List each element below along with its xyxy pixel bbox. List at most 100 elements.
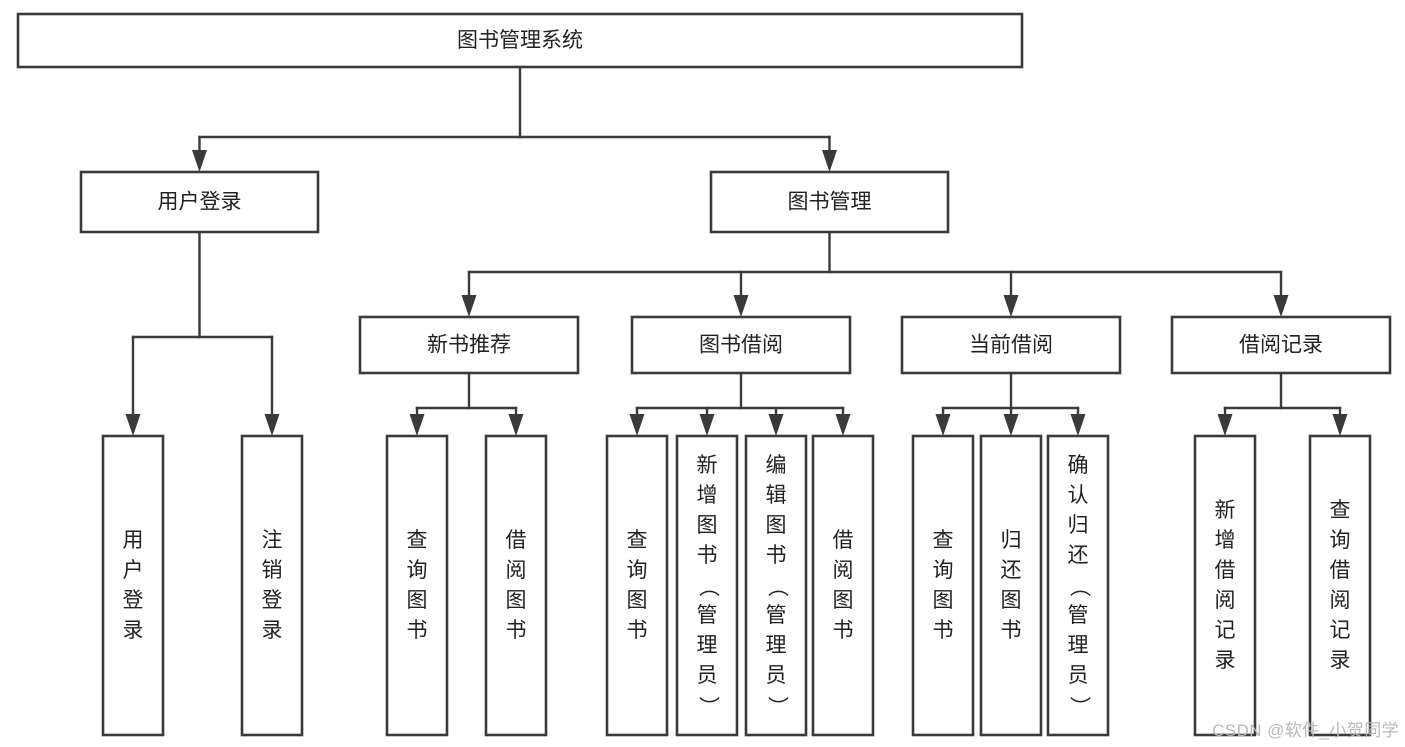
node-label-char: 辑 [766,484,787,507]
node-label-char: 询 [933,559,954,582]
node-label-char: 记 [1215,619,1236,642]
node-leaf-bw-query[interactable]: 查询图书查询图书 [605,434,669,737]
node-root[interactable]: 图书管理系统 [16,12,1024,69]
node-box[interactable] [900,315,1122,375]
node-leaf-nb-borrow[interactable]: 借阅图书借阅图书 [484,434,548,737]
node-box[interactable] [605,434,669,737]
node-label-char: 归 [1068,514,1089,537]
node-label-char: 归 [1001,529,1022,552]
arrow-head-icon [1332,414,1348,436]
node-label-char: 书 [1001,619,1022,642]
node-login[interactable]: 用户登录 [79,170,320,234]
node-box[interactable] [101,434,165,737]
node-label-char: 管 [766,604,787,627]
node-label-char: （ [696,576,719,597]
node-current[interactable]: 当前借阅 [900,315,1122,375]
node-newbook[interactable]: 新书推荐 [358,315,580,375]
node-box[interactable] [16,12,1024,69]
node-label-char: 查 [407,529,428,552]
node-label-char: 阅 [1215,589,1236,612]
arrow-head-icon [1273,295,1289,317]
node-label-char: ） [696,696,719,717]
node-label-char: 理 [1068,634,1089,657]
node-box[interactable] [709,170,950,234]
node-label-char: 阅 [833,559,854,582]
node-box[interactable] [385,434,449,737]
node-label-char: 阅 [506,559,527,582]
node-label-char: 登 [123,589,144,612]
node-bookmgmt[interactable]: 图书管理 [709,170,950,234]
node-label-char: 还 [1068,544,1089,567]
connector-layer [125,65,1348,436]
node-box[interactable] [811,434,875,737]
node-box[interactable] [1046,434,1110,737]
node-label-char: 增 [697,484,718,507]
node-label-char: 询 [627,559,648,582]
node-label-char: 员 [1068,664,1089,687]
node-label-char: 新 [697,454,718,477]
node-label-char: 管 [1068,604,1089,627]
arrow-head-icon [629,414,645,436]
node-label-char: 管 [697,604,718,627]
node-label-char: 借 [1330,559,1351,582]
node-label-char: 用 [123,529,144,552]
node-label-char: ） [1067,696,1090,717]
node-label-char: 户 [123,559,144,582]
node-label-char: 图 [1001,589,1022,612]
node-leaf-cur-return[interactable]: 归还图书归还图书 [979,434,1043,737]
node-label-char: 确 [1068,454,1089,477]
node-leaf-user-login[interactable]: 用户登录用户登录 [101,434,165,737]
node-leaf-user-logout[interactable]: 注销登录注销登录 [240,434,304,737]
node-label-char: 图 [833,589,854,612]
node-label: 图书管理系统 [457,29,583,52]
node-box[interactable] [358,315,580,375]
node-label-char: 借 [833,529,854,552]
node-layer: 图书管理系统用户登录图书管理新书推荐图书借阅当前借阅借阅记录用户登录用户登录注销… [16,12,1392,737]
node-label-char: 书 [697,544,718,567]
node-label: 新书推荐 [427,334,511,357]
node-box[interactable] [675,434,739,737]
node-leaf-cur-query[interactable]: 查询图书查询图书 [911,434,975,737]
arrow-head-icon [935,414,951,436]
node-label: 当前借阅 [969,334,1053,357]
node-record[interactable]: 借阅记录 [1170,315,1392,375]
arrow-head-icon [125,414,141,436]
node-box[interactable] [911,434,975,737]
node-label-char: ） [765,696,788,717]
node-box[interactable] [979,434,1043,737]
node-box[interactable] [1193,434,1257,737]
node-label-char: 借 [1215,559,1236,582]
arrow-head-icon [1003,295,1019,317]
node-box[interactable] [1308,434,1372,737]
node-leaf-rec-add[interactable]: 新增借阅记录新增借阅记录 [1193,434,1257,737]
arrow-head-icon [461,295,477,317]
node-label-char: 录 [123,619,144,642]
node-box[interactable] [240,434,304,737]
node-label-char: 员 [766,664,787,687]
arrow-head-icon [822,150,837,172]
node-label-char: 借 [506,529,527,552]
node-leaf-nb-query[interactable]: 查询图书查询图书 [385,434,449,737]
node-label-char: 员 [697,664,718,687]
node-label-char: 询 [407,559,428,582]
node-label: 图书借阅 [699,334,783,357]
node-label-char: 注 [262,529,283,552]
node-box[interactable] [630,315,852,375]
node-leaf-bw-borrow[interactable]: 借阅图书借阅图书 [811,434,875,737]
arrow-head-icon [508,414,524,436]
node-leaf-rec-query[interactable]: 查询借阅记录查询借阅记录 [1308,434,1372,737]
node-box[interactable] [744,434,808,737]
node-label-char: 记 [1330,619,1351,642]
node-borrow[interactable]: 图书借阅 [630,315,852,375]
node-box[interactable] [1170,315,1392,375]
node-label: 图书管理 [788,191,872,214]
node-label-char: 图 [697,514,718,537]
node-box[interactable] [79,170,320,234]
node-box[interactable] [484,434,548,737]
node-label-char: 查 [627,529,648,552]
node-label-char: 书 [407,619,428,642]
